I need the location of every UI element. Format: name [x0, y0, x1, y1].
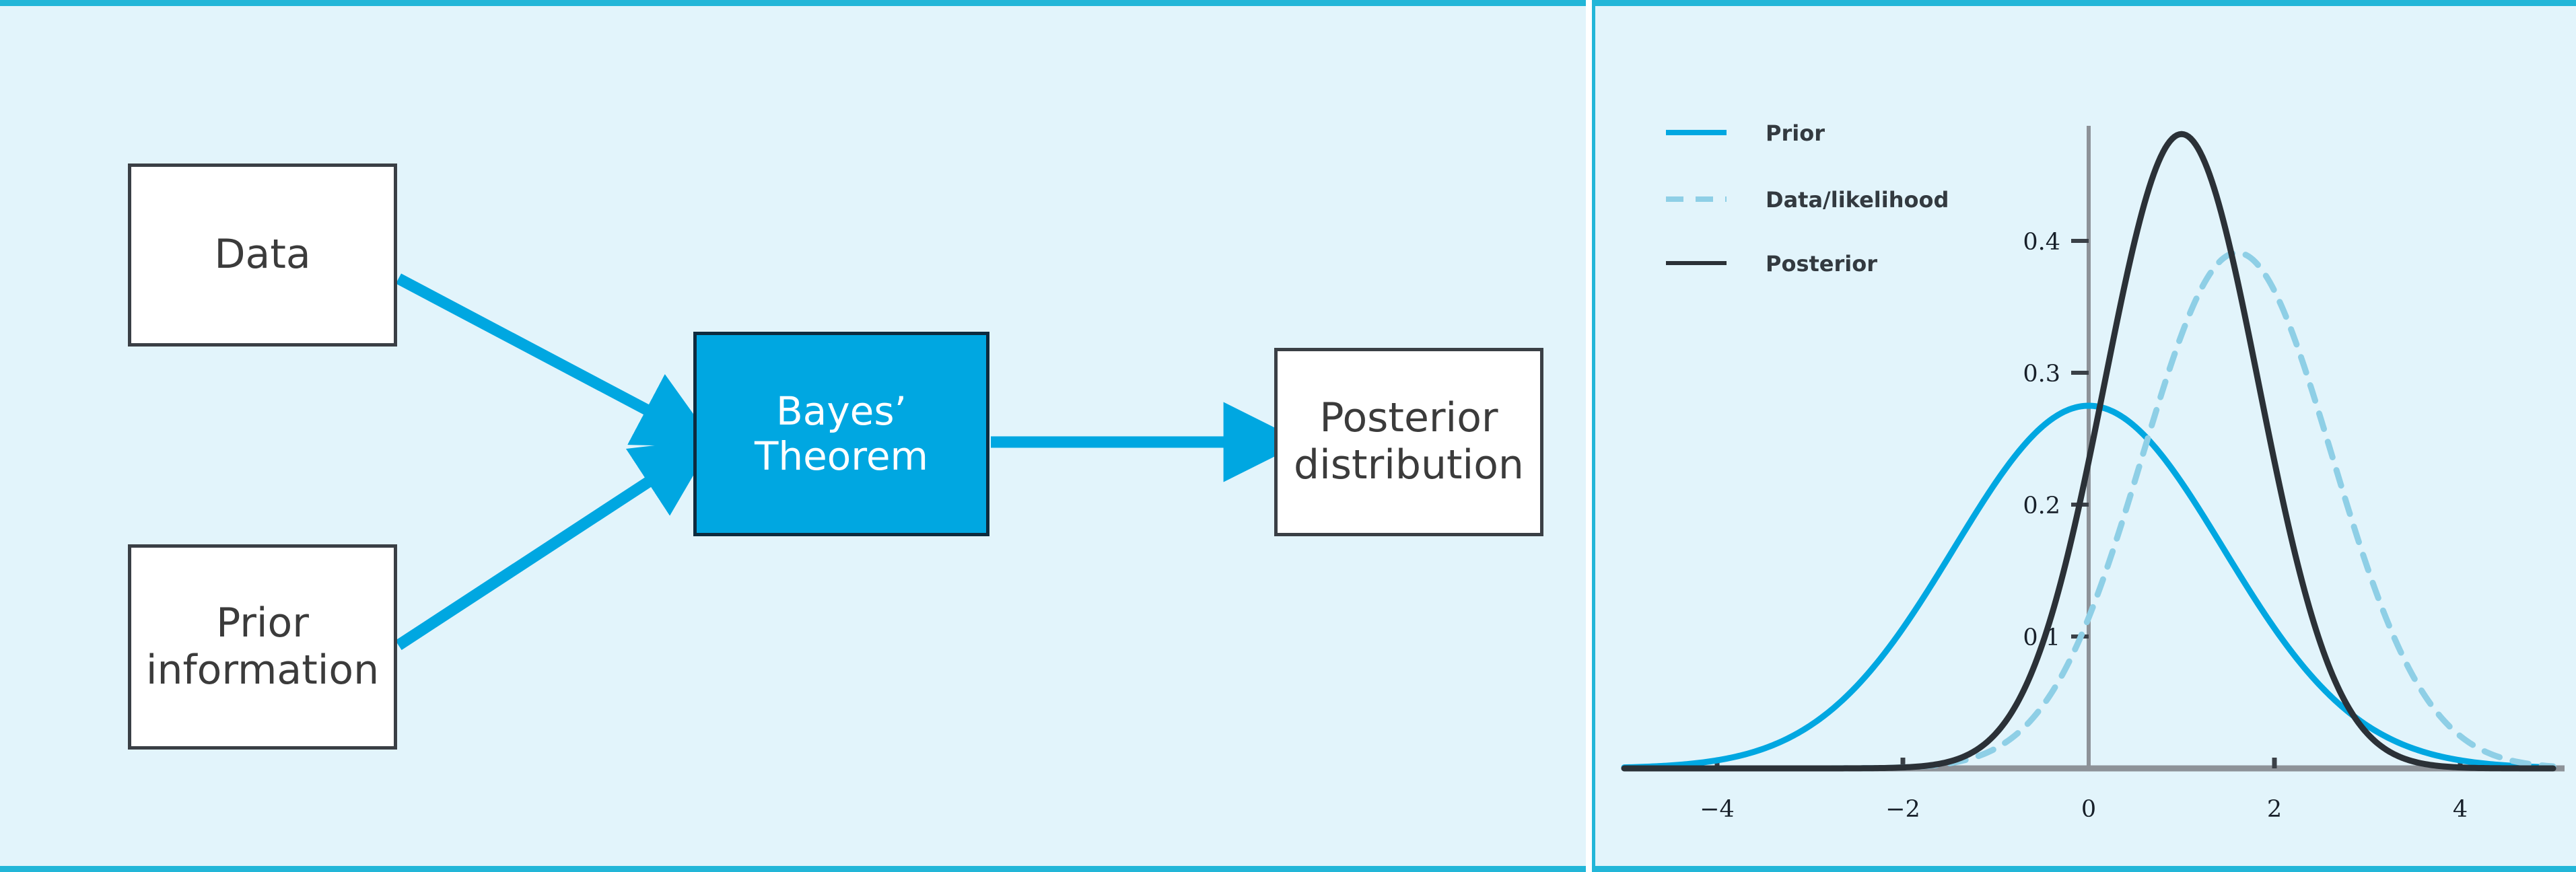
chart-legend: Prior Data/likelihood Posterior: [1666, 120, 1949, 277]
curve-prior: [1621, 402, 2556, 771]
flow-box-posterior-distribution-label: Posterior distribution: [1294, 394, 1524, 488]
x-tick-label: −2: [1885, 796, 1920, 823]
x-tick-label: −4: [1700, 796, 1735, 823]
arrow-data-to-bayes: [396, 273, 718, 447]
flow-arrow-layer: [395, 273, 1304, 651]
x-axis-ticks: −4 −2 0 2 4: [1700, 758, 2468, 823]
x-tick-label: 0: [2081, 796, 2096, 823]
legend-label-prior: Prior: [1766, 120, 1825, 146]
legend-label-data-likelihood: Data/likelihood: [1766, 187, 1949, 213]
arrow-prior-to-bayes: [395, 438, 716, 651]
flow-diagram-panel: Data Prior information Bayes’ Theorem Po…: [0, 0, 1586, 872]
legend-label-posterior: Posterior: [1766, 251, 1877, 277]
flow-box-bayes-theorem[interactable]: Bayes’ Theorem: [693, 332, 989, 536]
x-tick-label: 4: [2453, 796, 2468, 823]
chart-curves: [1621, 131, 2556, 772]
curve-posterior: [1621, 131, 2556, 772]
flow-box-prior-information[interactable]: Prior information: [128, 544, 397, 750]
chart-axes: [1632, 126, 2565, 772]
y-tick-label: 0.3: [2023, 361, 2060, 388]
y-tick-label: 0.4: [2023, 229, 2060, 256]
flow-box-bayes-theorem-label: Bayes’ Theorem: [754, 388, 929, 479]
flow-box-posterior-distribution[interactable]: Posterior distribution: [1274, 348, 1543, 536]
y-axis-ticks: 0.10.20.30.4: [2023, 229, 2089, 651]
distribution-chart: Prior Data/likelihood Posterior 0.10.20.…: [1621, 120, 2565, 823]
y-tick-label: 0.2: [2023, 493, 2060, 519]
flow-box-data-label: Data: [214, 231, 311, 279]
x-tick-label: 2: [2267, 796, 2282, 823]
flow-box-prior-information-label: Prior information: [145, 599, 380, 694]
flow-box-data[interactable]: Data: [128, 164, 397, 347]
